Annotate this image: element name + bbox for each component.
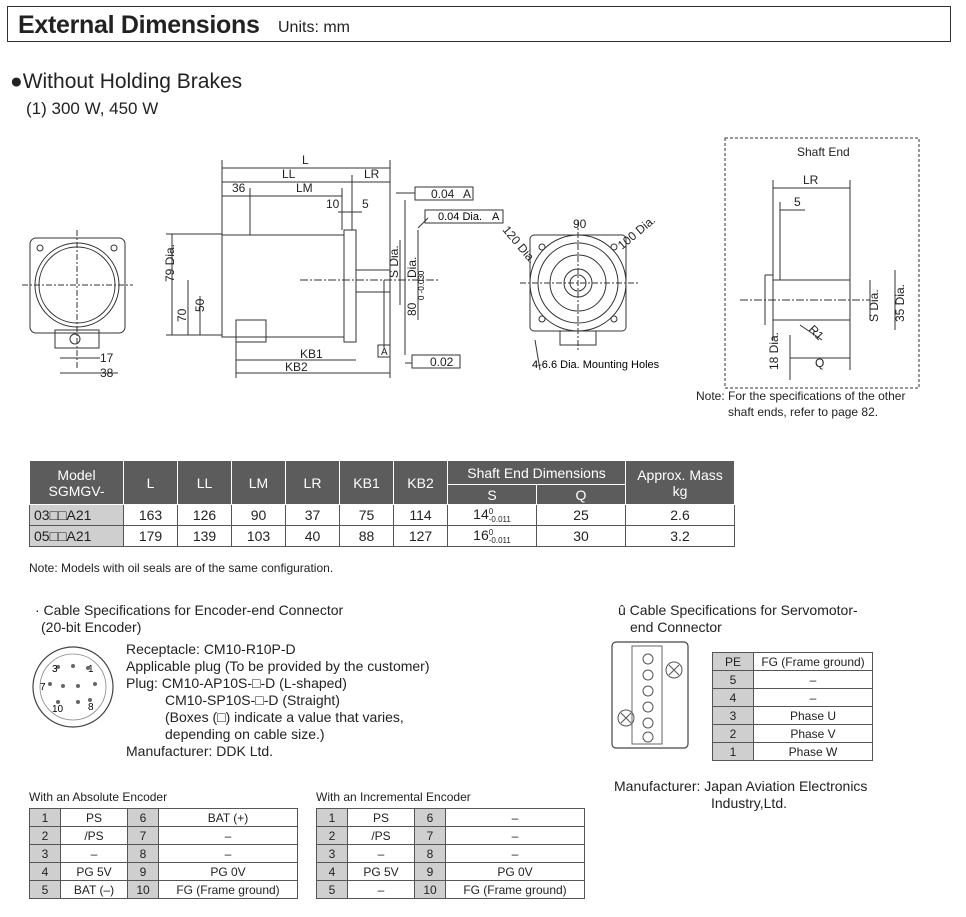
dim-38: 38 (100, 366, 114, 380)
S-value: 160-0.011 (447, 525, 537, 547)
header-L: L (123, 460, 178, 505)
side-view (166, 160, 504, 378)
S-value: 140-0.011 (447, 504, 537, 526)
encoder-title: · Cable Specifications for Encoder-end C… (35, 602, 344, 635)
section-subtitle: (1) 300 W, 450 W (26, 99, 159, 118)
flatness-value: 0.02 (430, 355, 454, 369)
dim-LM: LM (296, 181, 313, 195)
table-row: 3–8– (29, 844, 298, 863)
dim-100-dia: 100 Dia. (615, 213, 658, 252)
units-label: Units: mm (278, 19, 350, 36)
table-row: 03□□A21 163 126 90 37 75 114 140-0.011 2… (29, 504, 735, 526)
datum-A: A (381, 347, 388, 358)
encoder-connector-icon: 3 1 7 10 8 (32, 646, 114, 728)
header-LR: LR (285, 460, 340, 505)
section-title: ●Without Holding Brakes (10, 70, 243, 93)
dim-LL: LL (282, 167, 296, 181)
table-row: 05□□A21 179 139 103 40 88 127 160-0.011 … (29, 525, 735, 547)
dim-70: 70 (175, 308, 189, 322)
table-note: Note: Models with oil seals are of the s… (29, 561, 334, 575)
dim-80-dia: Dia. (405, 257, 419, 278)
dim-79-dia: 79 Dia. (163, 244, 177, 282)
dim-L: L (302, 153, 309, 167)
dim-80-tol: 0 -0.030 (417, 270, 426, 300)
svg-text:1: 1 (88, 664, 94, 675)
page-header: External Dimensions Units: mm (7, 6, 951, 42)
table-row: 3–8– (316, 844, 585, 863)
dimension-drawing: L LL LR 36 LM 10 5 79 Dia. 70 50 17 38 K… (22, 137, 920, 419)
dim-90: 90 (573, 217, 587, 231)
dim-KB1: KB1 (300, 347, 323, 361)
header-S: S (447, 484, 537, 505)
header-Q: Q (536, 484, 626, 505)
header-shaft-end: Shaft End Dimensions (447, 460, 626, 485)
inc-encoder-title: With an Incremental Encoder (316, 790, 471, 804)
perp-datum-A: A (463, 187, 471, 201)
shaft-note-line1: Note: For the specifications of the othe… (696, 389, 905, 403)
page-title: External Dimensions (18, 11, 260, 39)
shaft-note-line2: shaft ends, refer to page 82. (728, 405, 878, 419)
table-row: 5– (712, 670, 873, 689)
table-row: 4– (712, 688, 873, 707)
dim-S-dia: S Dia. (387, 245, 401, 278)
concentricity-value: 0.04 Dia. (438, 211, 482, 223)
header-LL: LL (177, 460, 232, 505)
shaft-35-dia: 35 Dia. (893, 284, 907, 322)
svg-text:8: 8 (88, 702, 94, 713)
dim-50: 50 (193, 298, 207, 312)
dim-KB2: KB2 (285, 360, 308, 374)
shaft-end-view (724, 137, 920, 389)
svg-text:7: 7 (40, 682, 46, 693)
svg-text:10: 10 (52, 704, 64, 715)
shaft-5: 5 (794, 195, 801, 209)
dim-5: 5 (362, 197, 369, 211)
bullet-icon: ● (10, 70, 23, 93)
dim-36: 36 (232, 181, 246, 195)
shaft-Q: Q (815, 356, 824, 370)
mounting-holes-label: 4-6.6 Dia. Mounting Holes (532, 359, 660, 371)
dim-LR: LR (364, 167, 380, 181)
header-KB1: KB1 (339, 460, 394, 505)
shaft-R1: R1 (806, 322, 827, 343)
servo-title: û Cable Specifications for Servomotor- e… (618, 602, 858, 635)
dim-80: 80 (405, 302, 419, 316)
perpendicularity-value: 0.04 (431, 187, 455, 201)
dim-17: 17 (100, 351, 114, 365)
shaft-18-dia: 18 Dia. (767, 332, 781, 370)
svg-text:3: 3 (52, 664, 58, 675)
rear-view (22, 230, 133, 374)
shaft-end-title: Shaft End (797, 145, 850, 159)
shaft-LR: LR (803, 173, 819, 187)
abs-encoder-title: With an Absolute Encoder (29, 790, 168, 804)
header-KB2: KB2 (393, 460, 448, 505)
servo-manufacturer: Manufacturer: Japan Aviation Electronics… (614, 778, 868, 811)
dim-10: 10 (326, 197, 340, 211)
front-view (520, 220, 640, 371)
encoder-specs: Receptacle: CM10-R10P-D Applicable plug … (126, 641, 430, 759)
dim-120-dia: 120 Dia. (500, 223, 539, 266)
shaft-S-dia: S Dia. (867, 289, 881, 322)
servo-connector-icon (611, 641, 689, 749)
conc-datum-A: A (492, 211, 500, 223)
header-LM: LM (231, 460, 286, 505)
